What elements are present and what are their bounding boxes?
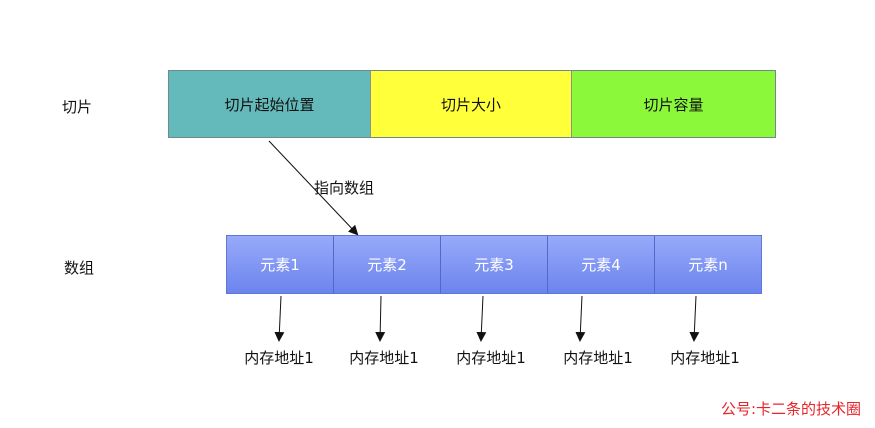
slice-row-label: 切片 — [62, 98, 93, 116]
watermark-text: 公号:卡二条的技术圈 — [720, 400, 861, 418]
memory-address-label: 内存地址1 — [563, 349, 633, 367]
slice-start-cell: 切片起始位置 — [169, 71, 370, 137]
pointer-arrow — [268, 140, 359, 236]
array-element: 元素4 — [547, 236, 654, 293]
address-arrow — [476, 295, 487, 342]
address-arrow — [375, 295, 386, 342]
slice-capacity-cell: 切片容量 — [571, 71, 775, 137]
slice-size-cell: 切片大小 — [370, 71, 571, 137]
array-struct: 元素1 元素2 元素3 元素4 元素n — [226, 235, 762, 294]
address-arrow — [575, 295, 586, 342]
array-element: 元素1 — [227, 236, 333, 293]
slice-struct: 切片起始位置 切片大小 切片容量 — [168, 70, 776, 138]
pointer-label: 指向数组 — [314, 179, 375, 197]
memory-address-label: 内存地址1 — [456, 349, 526, 367]
memory-address-label: 内存地址1 — [349, 349, 419, 367]
array-element: 元素n — [654, 236, 761, 293]
array-row-label: 数组 — [64, 259, 95, 277]
address-arrow — [689, 295, 700, 342]
array-element: 元素2 — [333, 236, 440, 293]
array-element: 元素3 — [440, 236, 547, 293]
memory-address-label: 内存地址1 — [670, 349, 740, 367]
memory-address-label: 内存地址1 — [244, 349, 314, 367]
address-arrow — [274, 295, 285, 342]
